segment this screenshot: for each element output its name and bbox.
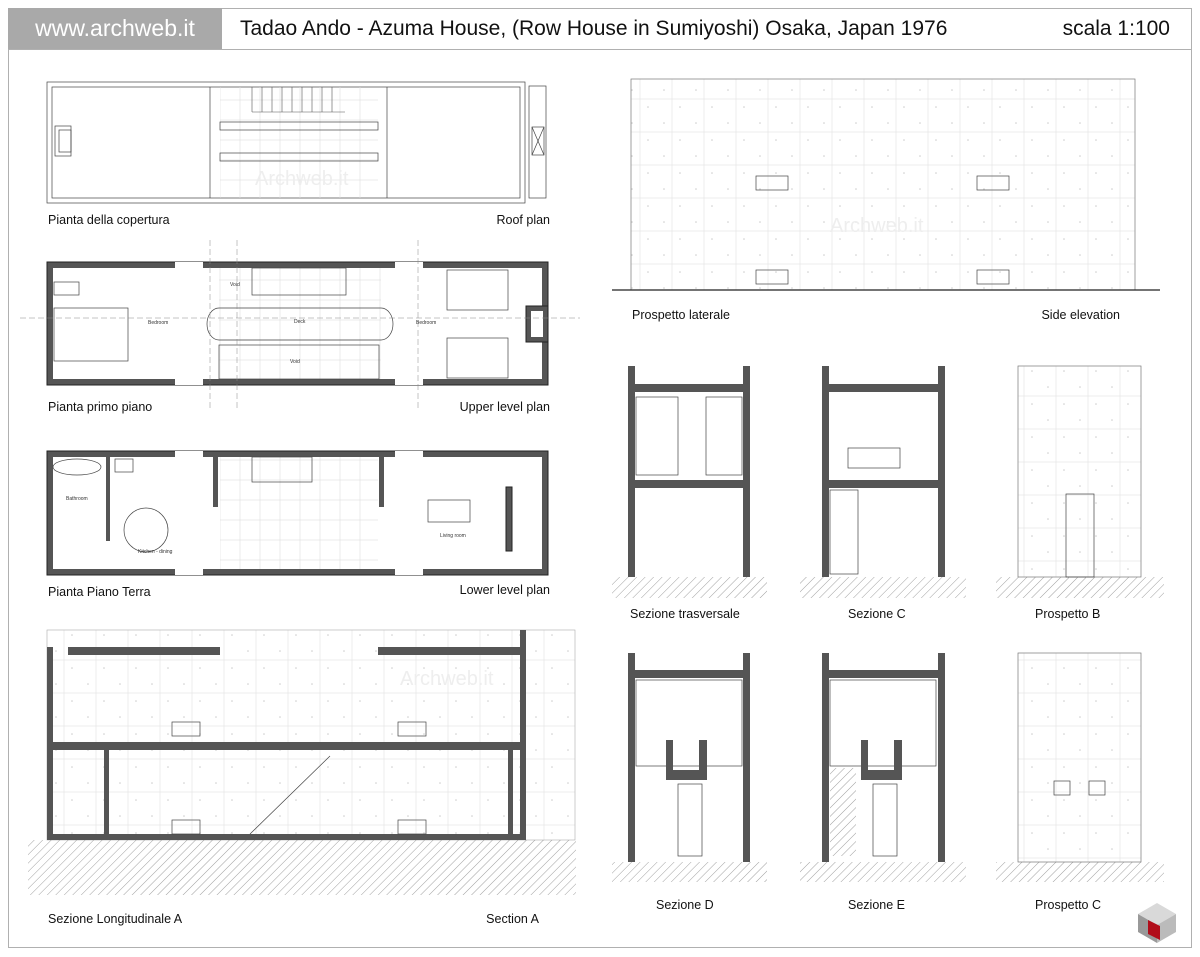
svg-text:Archweb.it: Archweb.it bbox=[400, 668, 494, 690]
svg-text:Void: Void bbox=[290, 359, 300, 365]
lower-plan-label-en: Lower level plan bbox=[460, 583, 550, 597]
side-elevation-label-en: Side elevation bbox=[1041, 308, 1120, 322]
svg-text:Bathroom: Bathroom bbox=[66, 496, 88, 502]
svg-text:Bedroom: Bedroom bbox=[148, 320, 168, 326]
svg-text:Sezione E: Sezione E bbox=[848, 898, 905, 912]
sheet-frame bbox=[8, 8, 1192, 948]
section-transversal: Sezione trasversale bbox=[612, 366, 767, 621]
section-e: Sezione E bbox=[800, 653, 966, 912]
sheet-title: Tadao Ando - Azuma House, (Row House in … bbox=[240, 17, 948, 40]
elevation-b: Prospetto B bbox=[996, 365, 1164, 621]
svg-text:Deck: Deck bbox=[294, 319, 306, 325]
upper-level-plan: Bedroom Void Deck Void Bedroom Pianta pr… bbox=[20, 240, 580, 414]
section-a-label-en: Section A bbox=[486, 912, 539, 926]
title-block: www.archweb.it Tadao Ando - Azuma House,… bbox=[8, 8, 1192, 50]
scale-label: scala 1:100 bbox=[1062, 17, 1170, 40]
side-elevation-label-it: Prospetto laterale bbox=[632, 308, 730, 322]
elevation-c: Prospetto C bbox=[996, 652, 1164, 912]
svg-text:Sezione C: Sezione C bbox=[848, 607, 906, 621]
section-c: Sezione C bbox=[800, 366, 966, 621]
roof-plan-label-it: Pianta della copertura bbox=[48, 213, 170, 227]
svg-text:Archweb.it: Archweb.it bbox=[830, 215, 924, 237]
svg-text:Void: Void bbox=[230, 282, 240, 288]
roof-plan-label-en: Roof plan bbox=[496, 213, 550, 227]
svg-text:Archweb.it: Archweb.it bbox=[255, 168, 349, 190]
archweb-logo-icon bbox=[1138, 903, 1176, 943]
section-a-label-it: Sezione Longitudinale A bbox=[48, 912, 183, 926]
svg-text:Kitchen - dining: Kitchen - dining bbox=[138, 549, 173, 555]
section-a: Archweb.it Sezione Longitudinale A Secti… bbox=[28, 629, 576, 926]
svg-text:Living room: Living room bbox=[440, 533, 466, 539]
svg-text:Prospetto B: Prospetto B bbox=[1035, 607, 1100, 621]
svg-text:Bedroom: Bedroom bbox=[416, 320, 436, 326]
roof-plan: Archweb.it Pianta della copertura Roof p… bbox=[46, 81, 550, 227]
svg-text:Sezione trasversale: Sezione trasversale bbox=[630, 607, 740, 621]
upper-plan-label-it: Pianta primo piano bbox=[48, 400, 152, 414]
site-link[interactable]: www.archweb.it bbox=[8, 8, 222, 49]
lower-level-plan: Bathroom Kitchen - dining Living room Pi… bbox=[46, 450, 550, 599]
side-elevation: Archweb.it Prospetto laterale Side eleva… bbox=[612, 78, 1160, 322]
section-d: Sezione D bbox=[612, 653, 767, 912]
upper-plan-label-en: Upper level plan bbox=[460, 400, 550, 414]
svg-text:Sezione D: Sezione D bbox=[656, 898, 714, 912]
lower-plan-label-it: Pianta Piano Terra bbox=[48, 585, 151, 599]
svg-text:Prospetto C: Prospetto C bbox=[1035, 898, 1101, 912]
